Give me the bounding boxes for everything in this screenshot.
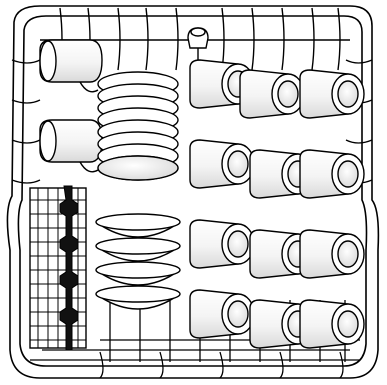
bowl xyxy=(96,238,180,261)
cutlery-basket xyxy=(30,186,86,350)
front-wire-loop xyxy=(340,352,343,378)
front-wire-loop xyxy=(160,352,163,378)
cup-rim xyxy=(40,41,56,81)
rear-tine xyxy=(312,8,314,70)
cup xyxy=(40,120,102,172)
side-wire-right xyxy=(346,140,372,143)
cup-handle xyxy=(80,82,98,92)
side-wire-left xyxy=(12,140,40,143)
rear-tine xyxy=(222,8,224,70)
cup-handle xyxy=(80,162,98,172)
glass-inner xyxy=(338,311,358,337)
glass-inner xyxy=(338,81,358,107)
spray-nozzle xyxy=(188,28,208,62)
plate-bottom xyxy=(98,156,178,180)
glass-inner xyxy=(338,161,358,187)
bowl-rim xyxy=(96,214,180,230)
glass-inner xyxy=(338,241,358,267)
bowl-rim xyxy=(96,286,180,302)
glass xyxy=(190,140,254,188)
plate-stack xyxy=(98,72,178,180)
left-cups xyxy=(40,40,102,172)
rear-tine xyxy=(118,8,120,70)
cup-rim xyxy=(40,121,56,161)
glass xyxy=(300,150,364,198)
glass-inner xyxy=(228,231,248,257)
bowl xyxy=(96,286,180,309)
front-wire-loop xyxy=(220,352,223,378)
side-wire-left xyxy=(12,180,40,183)
side-wire-left xyxy=(12,60,40,63)
cup xyxy=(40,40,102,92)
bowl xyxy=(96,262,180,285)
rear-tine xyxy=(176,8,178,70)
rear-tine xyxy=(252,8,254,70)
glasses-rows xyxy=(190,60,364,348)
bowl-rim xyxy=(96,262,180,278)
glass xyxy=(190,220,254,268)
rear-tine xyxy=(338,8,340,70)
glass xyxy=(240,70,304,118)
side-wire-right xyxy=(346,60,372,63)
front-wires xyxy=(100,352,343,378)
glass-inner xyxy=(278,81,298,107)
rear-tine xyxy=(282,8,284,70)
bowl xyxy=(96,214,180,237)
glass xyxy=(300,300,364,348)
glass xyxy=(300,70,364,118)
glass-inner xyxy=(228,151,248,177)
bowl-stack xyxy=(96,214,180,309)
glass xyxy=(190,290,254,338)
rear-tine xyxy=(146,8,148,70)
front-wire-loop xyxy=(100,352,103,378)
bowl-rim xyxy=(96,238,180,254)
side-wire-left xyxy=(12,100,40,103)
glass xyxy=(300,230,364,278)
front-wire-loop xyxy=(280,352,283,378)
glass-inner xyxy=(228,301,248,327)
